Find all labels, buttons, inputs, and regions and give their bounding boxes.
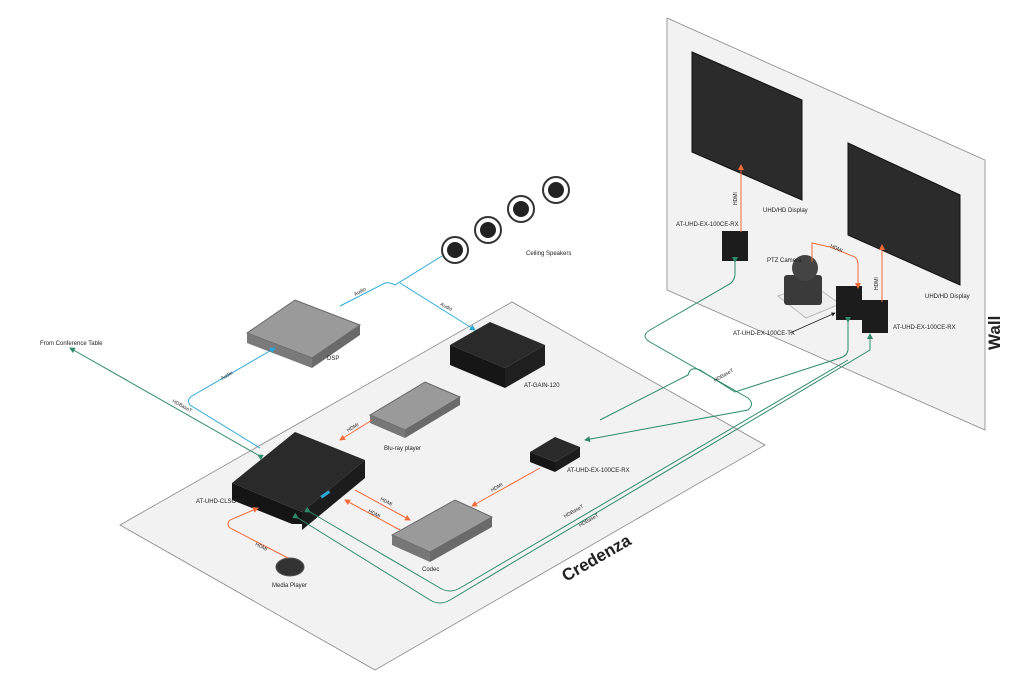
cable-label-hdmi-8: HDMI [874, 277, 880, 290]
cable-label-hdmi-6: HDMI [733, 192, 739, 205]
cable-hdmi-camera-tx [811, 242, 861, 289]
cable-label-hdmi-7: HDMI [829, 243, 843, 254]
wall-tx [836, 286, 862, 320]
amp-label: AT-GAIN-120 [524, 383, 560, 389]
wall-rx-1 [722, 231, 748, 261]
cable-audio-speakers-amp [399, 282, 476, 331]
credenza-surface [119, 301, 766, 671]
cable-label-hdbaset-2: HDBaseT [713, 368, 735, 384]
cable-label-audio-3: Audio [439, 301, 453, 312]
wall-tx-pointer [789, 312, 836, 334]
cable-hdbaset-switcher-1 [304, 359, 849, 592]
ceiling-speakers [441, 176, 570, 264]
cable-label-hdmi-5: HDMI [254, 541, 268, 552]
display-1-label: UHD/HD Display [763, 208, 808, 214]
cable-hdbaset-table [69, 347, 264, 461]
wall-rx-2-label: AT-UHD-EX-100CE-RX [893, 325, 956, 331]
display-2 [847, 142, 961, 286]
ptz-camera-label: PTZ Camera [767, 258, 802, 264]
dsp-label: DSP [327, 356, 339, 362]
wall-tx-label: AT-UHD-EX-100CE-TX [733, 331, 795, 337]
dsp [245, 299, 362, 368]
cable-audio-dsp-speakers [339, 255, 443, 307]
cable-hdbaset-switcher-2 [292, 333, 873, 604]
display-1 [691, 51, 803, 201]
switcher-label: AT-UHD-CLSO-840 [196, 499, 249, 505]
media-player-label: Media Player [272, 583, 307, 589]
bluray-label: Blu-ray player [384, 446, 421, 452]
conference-table-label: From Conference Table [40, 341, 103, 347]
codec-label: Codec [422, 567, 439, 573]
cable-label-audio-1: Audio [220, 370, 234, 382]
credenza-rx-label: AT-UHD-EX-100CE-RX [567, 468, 630, 474]
cable-label-audio-2: Audio [353, 286, 367, 297]
wall-rx-2 [862, 300, 888, 333]
wall-rx-1-label: AT-UHD-EX-100CE-RX [676, 222, 739, 228]
speakers-label: Ceiling Speakers [526, 251, 571, 257]
media-player [275, 557, 305, 577]
display-2-label: UHD/HD Display [925, 294, 970, 300]
cable-audio-switcher-dsp [187, 347, 276, 449]
cable-hdmi-media-switcher [227, 507, 289, 559]
wall-label: Wall [985, 316, 1004, 350]
